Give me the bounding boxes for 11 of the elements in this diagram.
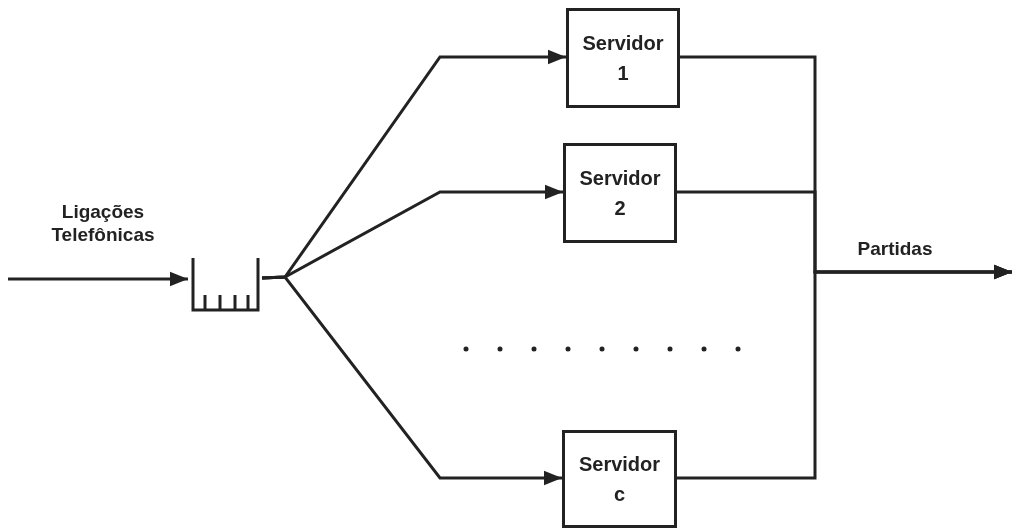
edge-label: Partidas [856, 238, 934, 261]
arrow [261, 275, 562, 486]
server-box [566, 8, 680, 108]
server-label: Servidor 2 [578, 166, 662, 221]
arrow [677, 264, 1012, 480]
server-label: Servidor 1 [581, 31, 665, 86]
server-box [562, 430, 677, 528]
server-box [563, 143, 677, 243]
arrow [8, 271, 188, 287]
edge-label: Ligações Telefônicas [50, 201, 156, 247]
server-label: Servidor c [577, 452, 662, 507]
